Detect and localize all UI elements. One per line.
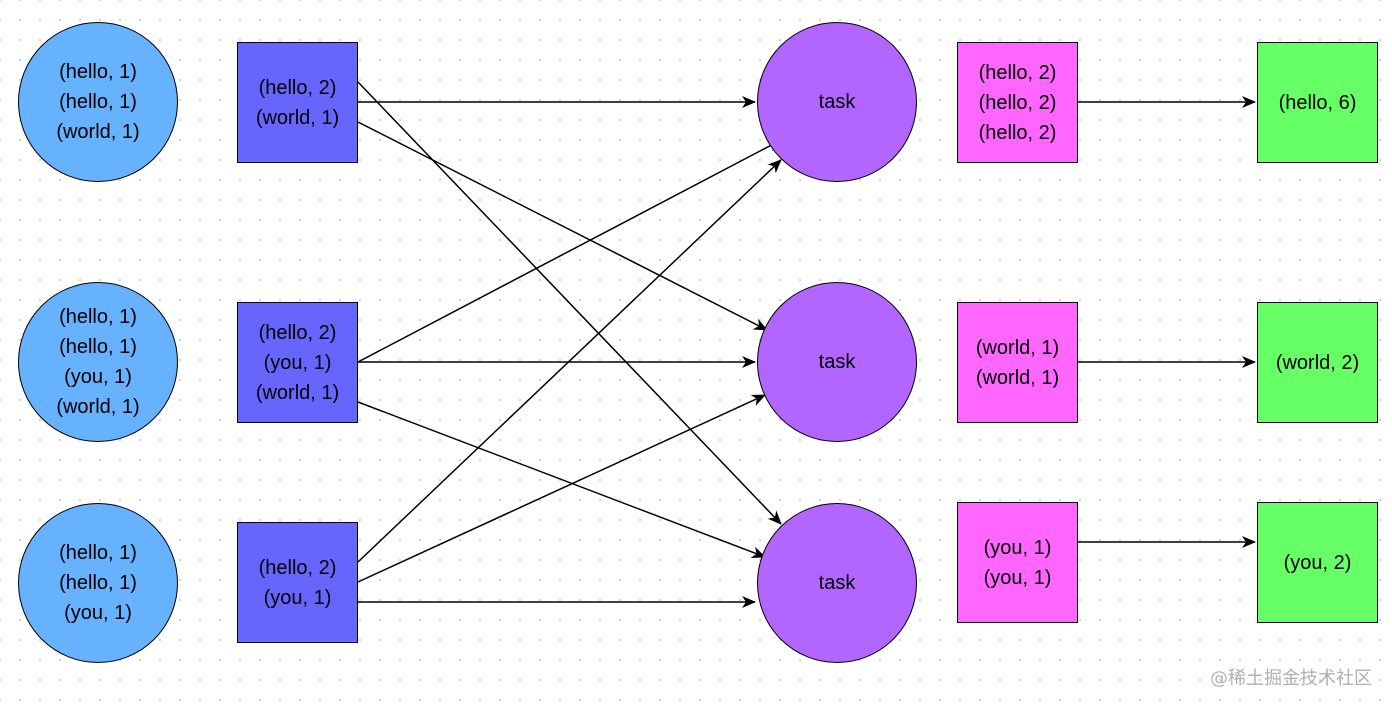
input-circle: (hello, 1) (hello, 1) (world, 1) [18, 22, 178, 182]
grouped-box: (you, 1) (you, 1) [957, 502, 1078, 623]
node-label-line: (hello, 2) [258, 556, 337, 579]
combined-box: (hello, 2) (you, 1) (world, 1) [237, 302, 358, 423]
watermark-text: @稀土掘金技术社区 [1210, 668, 1372, 689]
edge-arrow-combine-box-1-to-task-2 [357, 121, 768, 331]
result-box: (hello, 6) [1257, 42, 1378, 163]
result-box: (you, 2) [1257, 502, 1378, 623]
node-label-line: (hello, 1) [59, 91, 137, 113]
node-label-line: (world, 2) [1275, 351, 1360, 374]
grouped-box: (hello, 2) (hello, 2) (hello, 2) [957, 42, 1078, 163]
task-circle: task [757, 22, 917, 182]
edge-arrow-combine-box-1-to-task-3 [357, 81, 782, 525]
node-label-line: (you, 1) [263, 351, 332, 374]
node-label-line: (world, 1) [975, 336, 1060, 359]
node-label-line: (you, 1) [64, 602, 132, 624]
edge-arrow-combine-box-2-to-task-1 [357, 139, 782, 363]
task-label: task [818, 572, 856, 594]
node-label-line: (hello, 2) [978, 61, 1057, 84]
node-label-line: (world, 1) [255, 381, 340, 404]
task-label: task [818, 351, 856, 373]
node-label-line: (hello, 6) [1278, 91, 1357, 114]
edge-arrow-combine-box-3-to-task-2 [357, 394, 766, 583]
node-label-line: (you, 1) [983, 566, 1052, 589]
node-label-line: (hello, 1) [59, 306, 137, 328]
node-label-line: (world, 1) [255, 106, 340, 129]
input-circle: (hello, 1) (hello, 1) (you, 1) [18, 503, 178, 663]
input-circle: (hello, 1) (hello, 1) (you, 1) (world, 1) [18, 282, 178, 442]
node-label-line: (hello, 2) [258, 321, 337, 344]
node-label-line: (world, 1) [56, 396, 140, 418]
node-label-line: (you, 1) [64, 366, 132, 388]
combined-box: (hello, 2) (world, 1) [237, 42, 358, 163]
result-box: (world, 2) [1257, 302, 1378, 423]
grouped-box: (world, 1) (world, 1) [957, 302, 1078, 423]
edge-arrow-combine-box-2-to-task-3 [357, 401, 766, 558]
node-label-line: (world, 1) [56, 121, 140, 143]
node-label-line: (hello, 1) [59, 542, 137, 564]
node-label-line: (hello, 1) [59, 572, 137, 594]
node-label-line: (hello, 2) [978, 91, 1057, 114]
edge-arrow-combine-box-3-to-task-1 [357, 159, 782, 563]
node-label-line: (you, 1) [263, 586, 332, 609]
node-label-line: (world, 1) [975, 366, 1060, 389]
node-label-line: (you, 1) [983, 536, 1052, 559]
node-label-line: (hello, 1) [59, 61, 137, 83]
node-label-line: (you, 2) [1283, 551, 1352, 574]
task-circle: task [757, 503, 917, 663]
node-label-line: (hello, 2) [978, 121, 1057, 144]
node-label-line: (hello, 1) [59, 336, 137, 358]
combined-box: (hello, 2) (you, 1) [237, 522, 358, 643]
node-label-line: (hello, 2) [258, 76, 337, 99]
task-label: task [818, 91, 856, 113]
task-circle: task [757, 282, 917, 442]
